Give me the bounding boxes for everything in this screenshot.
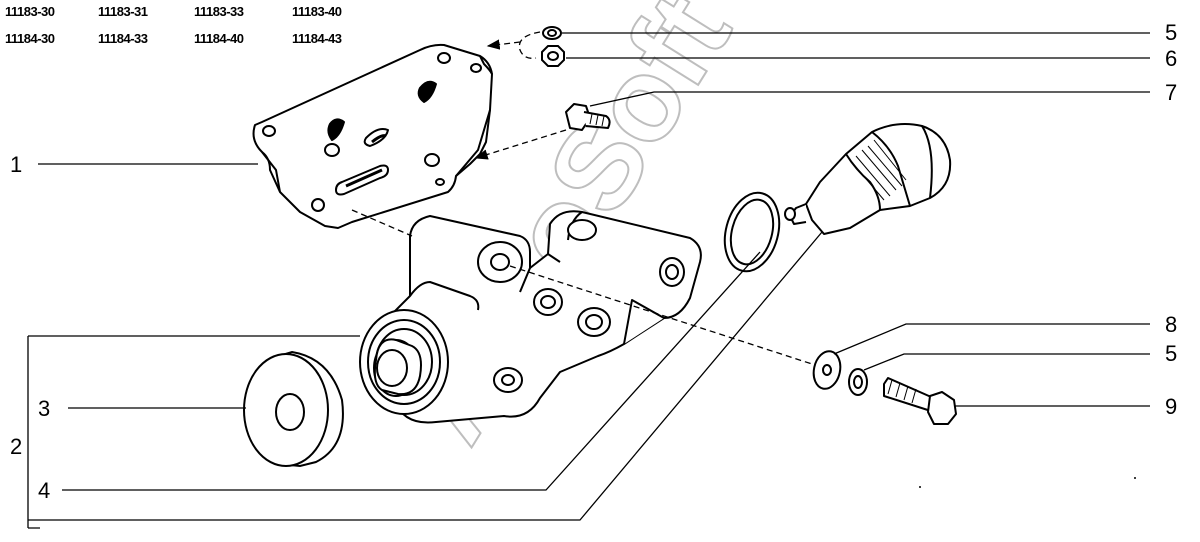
bolt-small-part: [565, 103, 611, 131]
gasket-part: [723, 191, 781, 273]
callout-label: 2: [10, 434, 23, 459]
bolt-large-part: [883, 377, 957, 425]
callout-label: 6: [1165, 46, 1178, 71]
leader-4: [62, 251, 761, 491]
model-code: 11184-40: [194, 31, 244, 46]
callout-label: 3: [38, 396, 51, 421]
bracket-part: [252, 43, 493, 229]
nut-part: [541, 45, 565, 67]
leader-5b: [863, 353, 1150, 371]
callout-label: 4: [38, 478, 51, 503]
leader-7: [589, 91, 1150, 107]
callout-label: 5: [1165, 20, 1178, 45]
washer-top-part: [542, 26, 562, 40]
model-code: 11183-31: [98, 4, 148, 19]
model-code: 11183-30: [5, 4, 55, 19]
valve-body-part: [359, 210, 702, 424]
stray-dots: [919, 477, 1136, 488]
leader-2b: [28, 231, 823, 521]
callout-label: 8: [1165, 312, 1178, 337]
callout-label: 9: [1165, 394, 1178, 419]
model-code: 11184-33: [98, 31, 148, 46]
flat-washer-part: [812, 350, 842, 390]
callout-label: 7: [1165, 80, 1178, 105]
seal-ring-part: [243, 350, 344, 468]
model-code: 11183-40: [292, 4, 342, 19]
sensor-part: [784, 123, 952, 235]
model-code: 11184-43: [292, 31, 342, 46]
model-code: 11184-30: [5, 31, 55, 46]
leader-2: [27, 335, 360, 529]
callout-label: 1: [10, 152, 23, 177]
leader-8: [833, 323, 1150, 355]
leader-lines: [27, 32, 1150, 529]
callout-label: 5: [1165, 341, 1178, 366]
spring-washer-part: [848, 368, 868, 396]
model-code: 11183-33: [194, 4, 244, 19]
assembly-guides: [351, 31, 813, 365]
